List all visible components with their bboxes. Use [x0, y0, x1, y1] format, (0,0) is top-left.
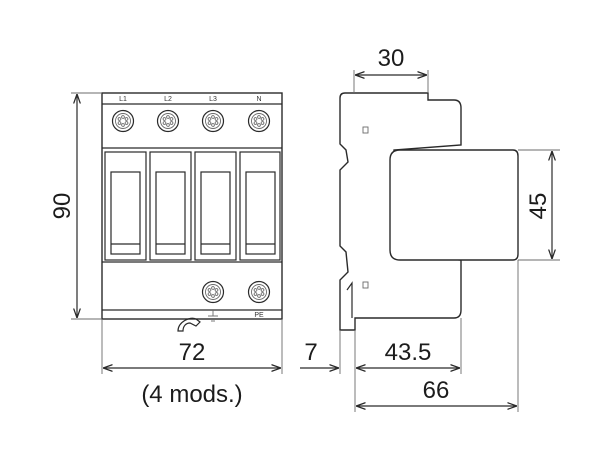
bottom-screw-left: [201, 280, 225, 304]
terminal-label-l2: L2: [164, 96, 172, 103]
dimension-lines: 90 72 (4 mods.) 30 45 7 43.5 66: [49, 45, 560, 412]
terminal-screw-n: [247, 109, 271, 133]
side-slot-top: [362, 126, 369, 134]
plug-in-module-cover: [389, 149, 519, 261]
rail-offset-dimension-label: 7: [304, 339, 317, 366]
height-dimension-label: 90: [49, 193, 76, 220]
din-latch-hook: [177, 317, 201, 332]
protection-module-1: [104, 151, 147, 261]
cover-height-dimension-label: 45: [525, 193, 552, 220]
front-housing: [101, 92, 283, 320]
pe-label: PE: [254, 312, 264, 319]
width-dimension-label: 72: [179, 339, 206, 366]
depth-partial-dimension-label: 43.5: [385, 339, 432, 366]
terminal-screw-l2: [156, 109, 180, 133]
din-clip-detail: [346, 281, 353, 318]
terminal-label-n: N: [256, 96, 261, 103]
terminal-label-l3: L3: [209, 96, 217, 103]
modules-note: (4 mods.): [141, 381, 242, 408]
protection-module-3: [194, 151, 237, 261]
top-width-dimension-label: 30: [378, 45, 405, 72]
ground-icon: [208, 310, 218, 322]
depth-total-dimension-label: 66: [423, 377, 450, 404]
side-housing: [339, 92, 462, 331]
terminal-screw-l1: [111, 109, 135, 133]
terminal-label-l1: L1: [119, 96, 127, 103]
side-slot-bottom: [362, 281, 369, 289]
bottom-screw-right: [247, 280, 271, 304]
terminal-screw-l3: [201, 109, 225, 133]
front-view: L1 L2 L3 N: [101, 92, 283, 332]
protection-module-4: [239, 151, 281, 261]
side-view: [339, 92, 519, 331]
protection-module-2: [149, 151, 192, 261]
